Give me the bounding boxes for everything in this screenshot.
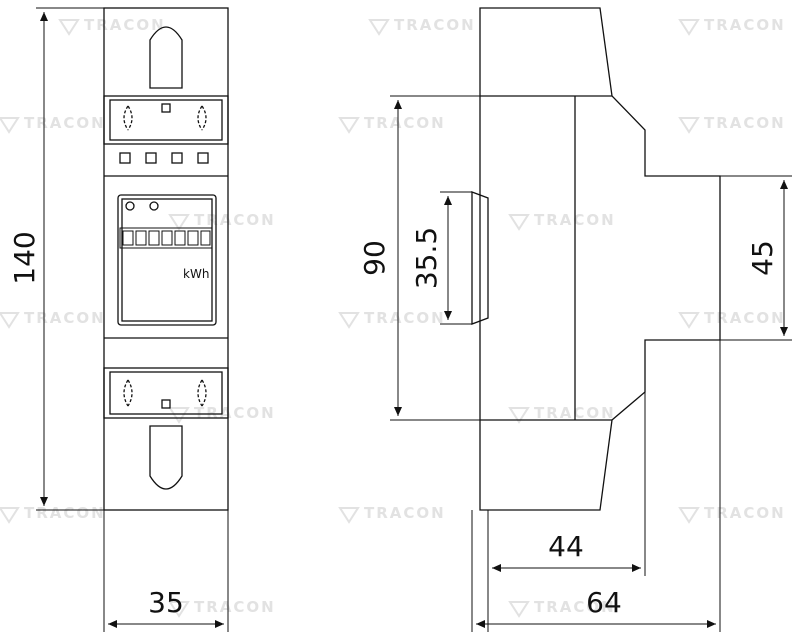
- brand-logo-icon: [338, 312, 360, 329]
- top-din-clip: [149, 26, 183, 89]
- brand-watermark: TRACON: [508, 404, 616, 424]
- brand-watermark: TRACON: [678, 309, 786, 329]
- brand-watermark: TRACON: [678, 16, 786, 36]
- brand-watermark-text: TRACON: [194, 404, 276, 422]
- brand-logo-icon: [678, 19, 700, 36]
- brand-watermark: TRACON: [168, 211, 276, 231]
- brand-watermark-text: TRACON: [364, 114, 446, 132]
- rail-width-label: 35.5: [410, 227, 443, 289]
- brand-logo-icon: [508, 601, 530, 618]
- brand-watermark: TRACON: [0, 309, 106, 329]
- brand-watermark: TRACON: [58, 16, 166, 36]
- brand-watermark-text: TRACON: [704, 16, 786, 34]
- brand-logo-icon: [168, 214, 190, 231]
- brand-watermark: TRACON: [0, 114, 106, 134]
- brand-logo-icon: [368, 19, 390, 36]
- brand-logo-icon: [58, 19, 80, 36]
- brand-logo-icon: [508, 407, 530, 424]
- brand-watermark: TRACON: [0, 504, 106, 524]
- brand-logo-icon: [0, 117, 20, 134]
- brand-watermark-text: TRACON: [194, 211, 276, 229]
- front-height-label: 140: [8, 231, 41, 284]
- rail-clip: [471, 191, 489, 325]
- brand-watermark-text: TRACON: [24, 309, 106, 327]
- bottom-din-clip: [149, 425, 183, 490]
- brand-logo-icon: [678, 117, 700, 134]
- brand-watermark: TRACON: [338, 504, 446, 524]
- brand-watermark-text: TRACON: [364, 504, 446, 522]
- brand-logo-icon: [678, 312, 700, 329]
- side-profile-outline: [479, 7, 721, 511]
- brand-watermark-text: TRACON: [394, 16, 476, 34]
- brand-watermark-text: TRACON: [534, 211, 616, 229]
- front-view: [103, 7, 229, 511]
- brand-watermark-text: TRACON: [704, 309, 786, 327]
- brand-logo-icon: [508, 214, 530, 231]
- display-unit-label: kWh: [183, 267, 209, 281]
- brand-watermark: TRACON: [338, 309, 446, 329]
- brand-watermark-text: TRACON: [704, 114, 786, 132]
- brand-watermark-text: TRACON: [24, 504, 106, 522]
- brand-watermark-text: TRACON: [84, 16, 166, 34]
- lower-terminal-block: [103, 367, 229, 419]
- brand-logo-icon: [168, 407, 190, 424]
- brand-watermark: TRACON: [168, 598, 276, 618]
- brand-watermark-text: TRACON: [24, 114, 106, 132]
- brand-watermark: TRACON: [368, 16, 476, 36]
- brand-watermark: TRACON: [168, 404, 276, 424]
- counter-digits: [119, 227, 213, 249]
- depth-total-label: 64: [586, 586, 622, 619]
- brand-watermark: TRACON: [508, 211, 616, 231]
- side-dimensions: [390, 95, 792, 632]
- upper-height-label: 45: [746, 240, 779, 276]
- brand-watermark-text: TRACON: [194, 598, 276, 616]
- brand-watermark: TRACON: [338, 114, 446, 134]
- front-width-label: 35: [148, 586, 184, 619]
- brand-watermark-text: TRACON: [534, 404, 616, 422]
- front-dimensions: [36, 7, 229, 632]
- brand-watermark: TRACON: [678, 114, 786, 134]
- meter-body-outline: [103, 7, 229, 511]
- brand-logo-icon: [168, 601, 190, 618]
- brand-watermark-text: TRACON: [364, 309, 446, 327]
- brand-logo-icon: [338, 507, 360, 524]
- brand-watermark-text: TRACON: [534, 598, 616, 616]
- brand-logo-icon: [0, 507, 20, 524]
- brand-logo-icon: [678, 507, 700, 524]
- side-view: [471, 7, 721, 511]
- brand-watermark: TRACON: [508, 598, 616, 618]
- side-height-label: 90: [358, 240, 391, 276]
- indicator-row: [119, 152, 209, 164]
- upper-terminal-block: [103, 95, 229, 145]
- display-window: [117, 194, 217, 326]
- brand-watermark: TRACON: [678, 504, 786, 524]
- brand-logo-icon: [0, 312, 20, 329]
- brand-watermark-text: TRACON: [704, 504, 786, 522]
- depth-short-label: 44: [548, 530, 584, 563]
- brand-logo-icon: [338, 117, 360, 134]
